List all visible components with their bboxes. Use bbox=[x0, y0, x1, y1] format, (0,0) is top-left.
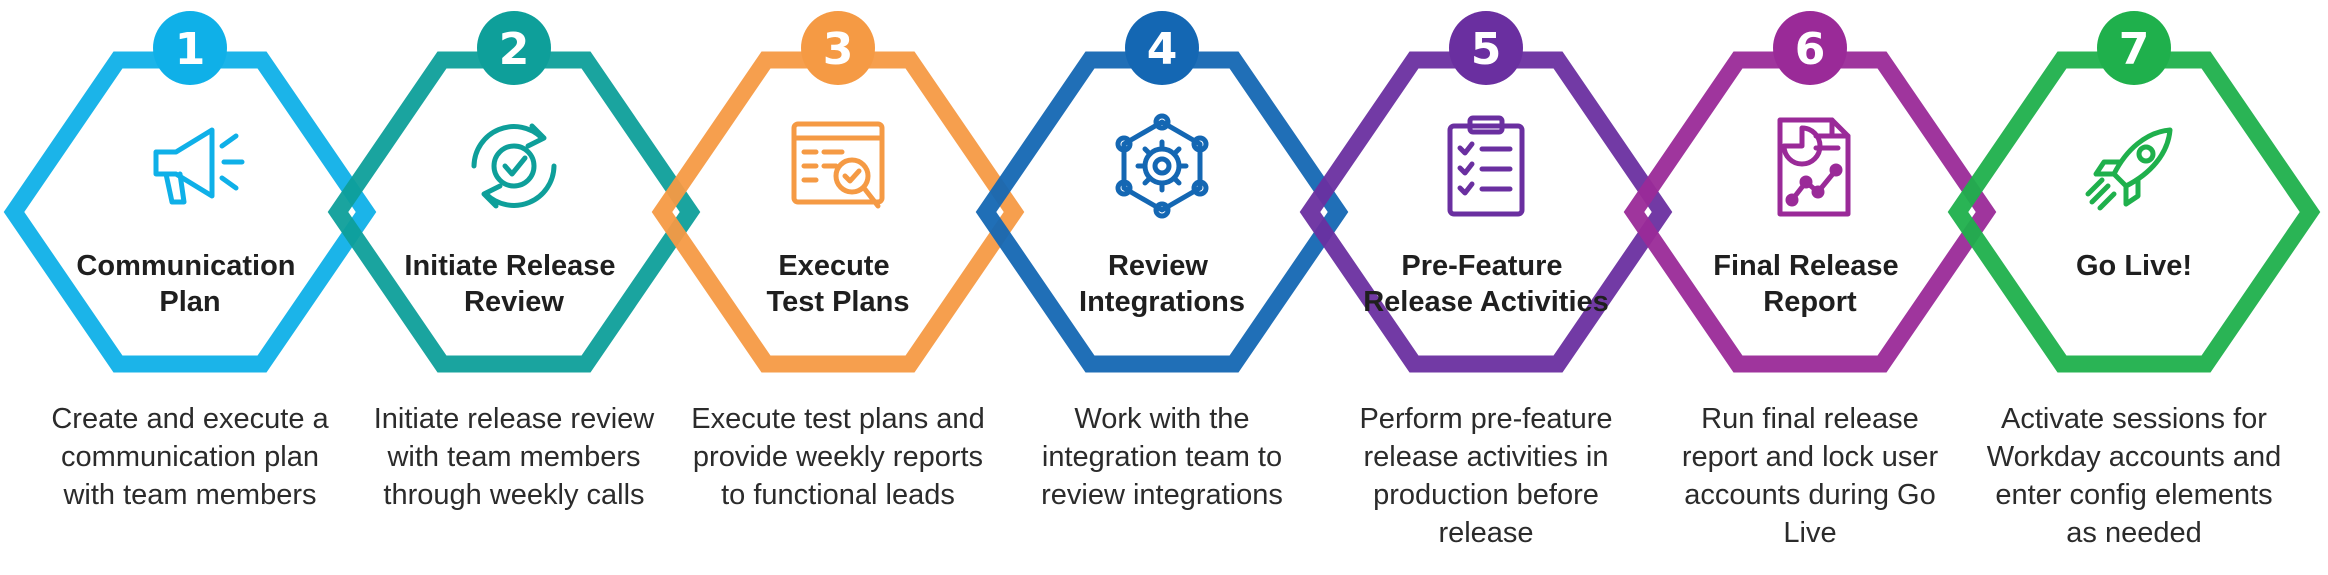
step-4: 4 Review Integrations bbox=[975, 11, 1349, 373]
svg-text:Pre-Feature Release Acti: Pre-Feature Release Activities bbox=[1363, 250, 1609, 318]
step-6-number: 6 bbox=[1795, 24, 1826, 75]
step-4-number: 4 bbox=[1147, 24, 1178, 75]
step-5-title-line-1: Pre-Feature bbox=[1401, 250, 1562, 282]
svg-text:Communication Plan: Communication Plan bbox=[76, 250, 303, 318]
step-2-title-line-1: Initiate Release bbox=[404, 250, 615, 282]
clipboard-checklist-icon bbox=[1447, 115, 1525, 217]
step-3-description: Execute test plans and provide weekly re… bbox=[691, 403, 985, 511]
step-2-number: 2 bbox=[499, 24, 530, 75]
svg-text:Final Release Report: Final Release Report bbox=[1713, 250, 1906, 318]
step-4-description: Work with the integration team to review… bbox=[1041, 403, 1283, 511]
step-4-title-line-2: Integrations bbox=[1079, 286, 1245, 318]
step-1: 1 Communication Plan bbox=[3, 11, 377, 373]
step-5-number: 5 bbox=[1471, 24, 1502, 75]
report-chart-icon bbox=[1777, 117, 1851, 217]
step-2: 2 Initiate Release Review bbox=[327, 11, 701, 373]
gear-network-icon bbox=[1115, 113, 1209, 219]
step-1-number: 1 bbox=[175, 24, 206, 75]
svg-text:Go Live!: Go Live! bbox=[2076, 250, 2192, 282]
step-3-title-line-1: Execute bbox=[778, 250, 889, 282]
step-3-title-line-2: Test Plans bbox=[767, 286, 910, 318]
megaphone-icon bbox=[153, 127, 245, 205]
step-1-title-line-1: Communication bbox=[76, 250, 295, 282]
step-5: 5 Pre-Feature Release Activities bbox=[1299, 11, 1673, 373]
step-5-number-badge bbox=[1449, 11, 1523, 85]
step-6-number-badge bbox=[1773, 11, 1847, 85]
svg-text:Review Integrations: Review Integrations bbox=[1079, 250, 1245, 318]
step-1-number-badge bbox=[153, 11, 227, 85]
step-5-hexagon bbox=[1299, 51, 1673, 373]
step-4-title-line-1: Review bbox=[1108, 250, 1208, 282]
step-6: 6 Final Release Report bbox=[1623, 11, 1997, 373]
step-7-number: 7 bbox=[2119, 24, 2150, 75]
step-7-title-line-1: Go Live! bbox=[2076, 250, 2192, 282]
svg-text:Execute Test Plans: Execute Test Plans bbox=[767, 250, 910, 318]
step-4-hexagon bbox=[975, 51, 1349, 373]
rocket-icon bbox=[2085, 127, 2173, 211]
step-5-description: Perform pre-feature release activities i… bbox=[1359, 403, 1613, 549]
step-2-title-line-2: Review bbox=[464, 286, 564, 318]
step-6-hexagon bbox=[1623, 51, 1997, 373]
step-7-hexagon bbox=[1947, 51, 2321, 373]
step-1-hexagon bbox=[3, 51, 377, 373]
svg-text:Initiate Release Review: Initiate Release Review bbox=[404, 250, 623, 318]
step-4-number-badge bbox=[1125, 11, 1199, 85]
step-2-description: Initiate release review with team member… bbox=[373, 403, 655, 511]
step-3: 3 Execute Test Plans bbox=[651, 11, 1025, 373]
step-7-description: Activate sessions for Workday accounts a… bbox=[1986, 403, 2282, 549]
step-7: 7 Go Live! bbox=[1947, 11, 2321, 373]
step-6-title-line-2: Report bbox=[1763, 286, 1857, 318]
step-2-number-badge bbox=[477, 11, 551, 85]
step-1-title-line-2: Plan bbox=[159, 286, 220, 318]
step-2-hexagon bbox=[327, 51, 701, 373]
step-7-number-badge bbox=[2097, 11, 2171, 85]
step-6-description: Run final release report and lock user a… bbox=[1681, 403, 1939, 549]
step-3-number: 3 bbox=[823, 24, 854, 75]
step-1-description: Create and execute a communication plan … bbox=[51, 403, 329, 511]
step-6-title-line-1: Final Release bbox=[1713, 250, 1898, 282]
step-3-hexagon bbox=[651, 51, 1025, 373]
step-5-title-line-2: Release Activities bbox=[1363, 286, 1609, 318]
refresh-check-icon bbox=[471, 123, 557, 209]
test-plan-magnifier-icon bbox=[791, 121, 885, 209]
step-3-number-badge bbox=[801, 11, 875, 85]
